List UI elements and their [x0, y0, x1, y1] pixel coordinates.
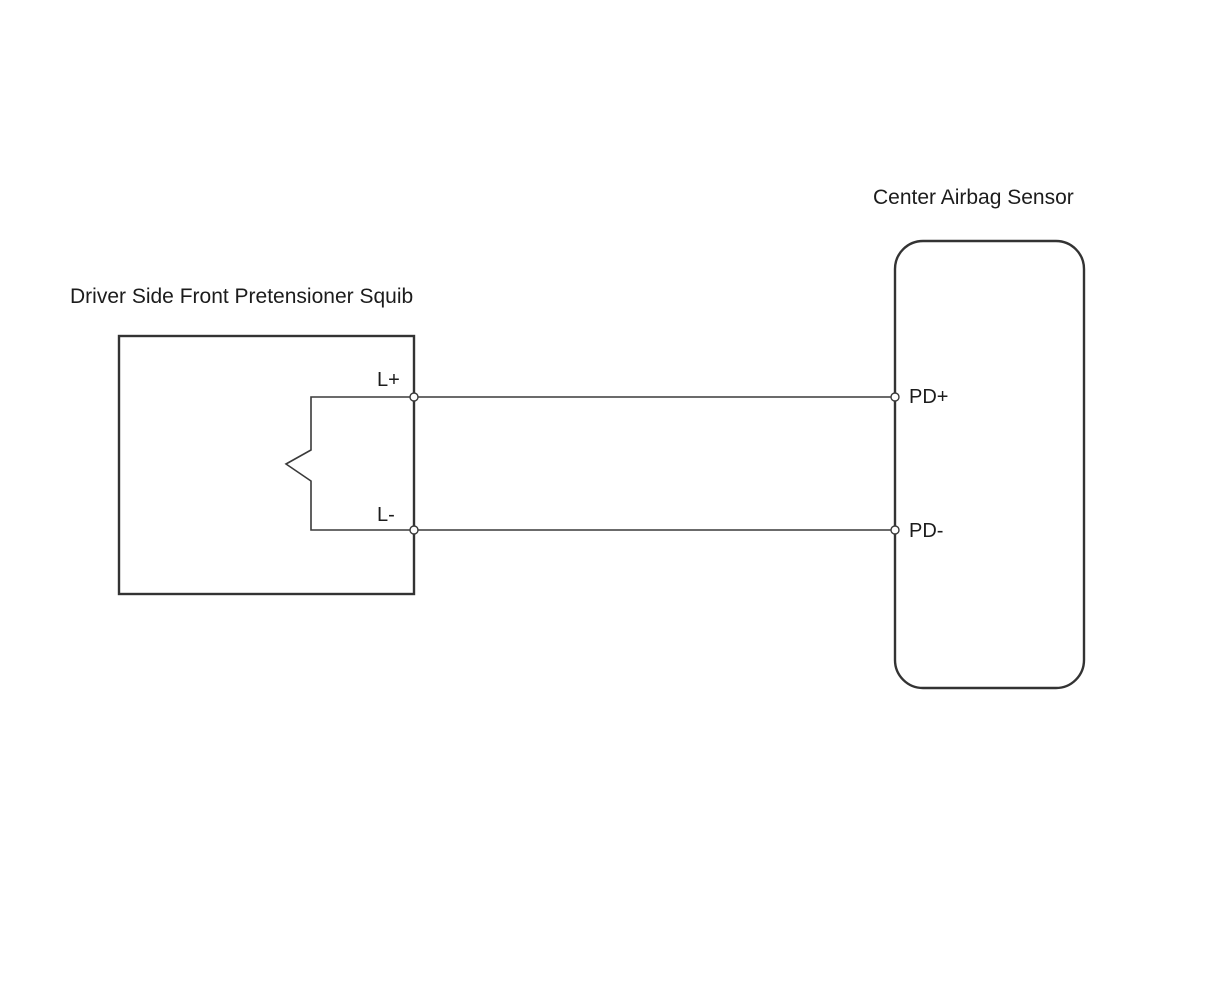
sensor-title: Center Airbag Sensor: [873, 186, 1074, 209]
pin-label-squib-negative: L-: [377, 504, 395, 526]
pin-label-sensor-positive: PD+: [909, 386, 948, 408]
terminal-squib-positive: [409, 392, 419, 402]
squib-title: Driver Side Front Pretensioner Squib: [70, 285, 413, 308]
terminal-sensor-positive: [890, 392, 900, 402]
pin-label-squib-positive: L+: [377, 369, 400, 391]
terminal-sensor-negative: [890, 525, 900, 535]
pin-label-sensor-negative: PD-: [909, 520, 943, 542]
squib-box: [117, 334, 416, 596]
sensor-box: [893, 239, 1086, 690]
squib-element-symbol: [284, 396, 414, 531]
terminal-squib-negative: [409, 525, 419, 535]
